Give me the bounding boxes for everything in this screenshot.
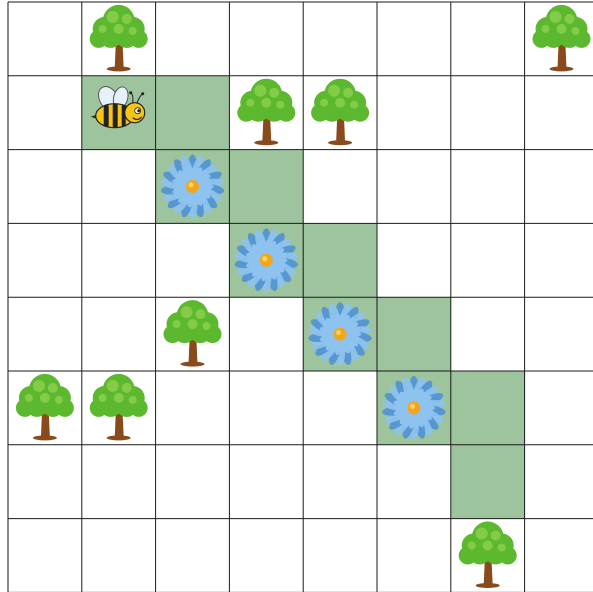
grid-cell[interactable] [8,2,82,76]
grid-cell[interactable] [303,445,377,519]
grid-cell[interactable] [451,2,525,76]
grid-cell[interactable] [377,150,451,224]
grid-cell[interactable] [377,223,451,297]
grid-cell[interactable] [451,76,525,150]
grid-cell[interactable] [377,519,451,592]
grid-cell[interactable] [156,223,230,297]
grid-cell[interactable] [8,76,82,150]
grid-cell[interactable] [8,519,82,592]
grid-cell[interactable] [156,371,230,445]
grid-cell[interactable] [82,150,156,224]
grid-cell[interactable] [525,445,593,519]
grid-cell[interactable] [525,519,593,592]
grid-cell[interactable] [229,519,303,592]
grid-cell[interactable] [451,223,525,297]
grid-cell[interactable] [303,371,377,445]
grid-cell[interactable] [303,150,377,224]
grid-cell[interactable] [156,2,230,76]
grid-cell[interactable] [229,297,303,371]
grid-cell[interactable] [82,297,156,371]
grid-cell[interactable] [8,150,82,224]
grid-cell[interactable] [451,297,525,371]
grid-cell[interactable] [82,445,156,519]
path-cell[interactable] [451,445,525,519]
grid-cell[interactable] [377,445,451,519]
grid-cell[interactable] [8,297,82,371]
path-cell[interactable] [451,371,525,445]
grid-cell[interactable] [8,445,82,519]
path-cell[interactable] [229,150,303,224]
grid-cell[interactable] [377,2,451,76]
path-cell[interactable] [377,297,451,371]
grid-cell[interactable] [82,519,156,592]
grid-cell[interactable] [525,223,593,297]
grid-cell[interactable] [525,76,593,150]
grid-cell[interactable] [451,150,525,224]
grid-cell[interactable] [229,2,303,76]
grid-cell[interactable] [82,223,156,297]
grid-cell[interactable] [8,223,82,297]
grid-cell[interactable] [229,445,303,519]
grid-cell[interactable] [377,76,451,150]
grid-cell[interactable] [303,2,377,76]
grid-cell[interactable] [303,519,377,592]
grid-cell[interactable] [525,371,593,445]
grid-cell[interactable] [229,371,303,445]
path-cell[interactable] [303,223,377,297]
path-cell[interactable] [156,76,230,150]
grid-cell[interactable] [525,150,593,224]
grid-cell[interactable] [525,297,593,371]
grid-cell[interactable] [156,445,230,519]
grid-cell[interactable] [156,519,230,592]
